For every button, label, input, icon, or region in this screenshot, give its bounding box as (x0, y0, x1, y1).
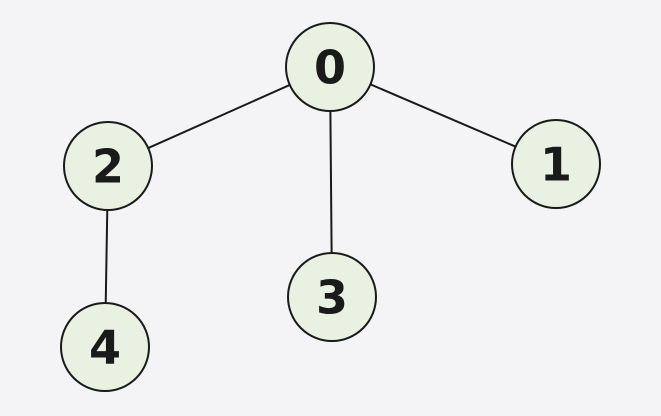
graph-node-circle-4 (60, 302, 150, 392)
graph-node-label-1: 1 (540, 138, 572, 192)
graph-node-circle-2 (63, 121, 153, 211)
graph-node-label-2: 2 (92, 140, 124, 194)
graph-node-label-3: 3 (316, 271, 348, 325)
graph-node-4: 4 (60, 302, 150, 392)
graph-node-label-4: 4 (89, 321, 121, 375)
graph-node-circle-0 (285, 22, 375, 112)
graph-node-2: 2 (63, 121, 153, 211)
graph-node-circle-1 (511, 119, 601, 209)
graph-node-0: 0 (285, 22, 375, 112)
graph-node-circle-3 (287, 252, 377, 342)
graph-node-label-0: 0 (314, 41, 346, 95)
graph-node-3: 3 (287, 252, 377, 342)
graph-node-1: 1 (511, 119, 601, 209)
